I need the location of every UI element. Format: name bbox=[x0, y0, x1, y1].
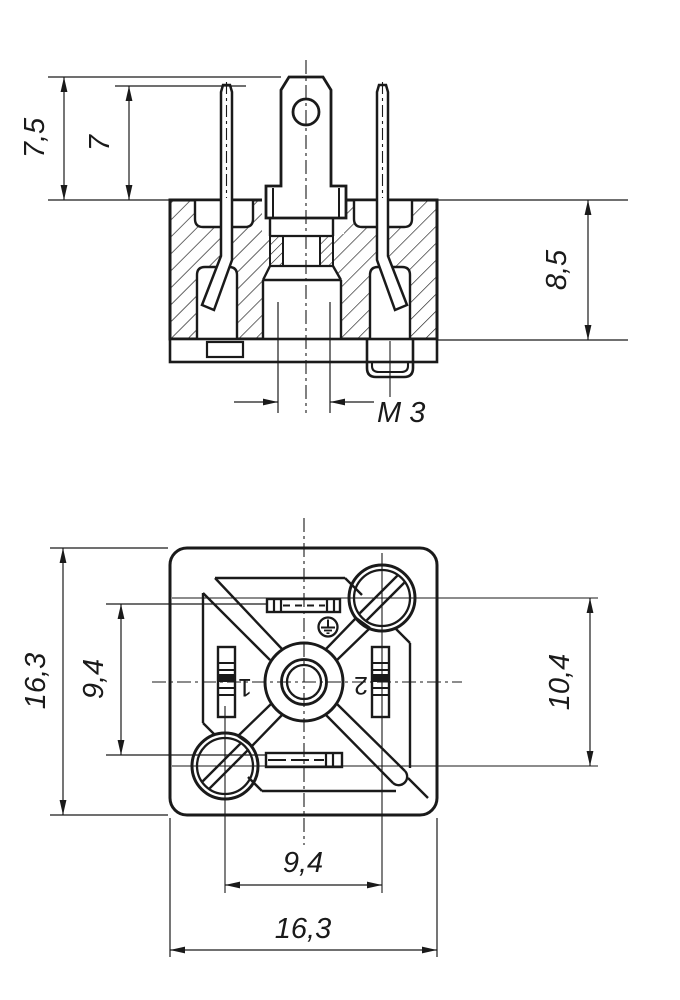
fixing-screw-bottom-left bbox=[190, 731, 260, 801]
center-boss-outer bbox=[263, 641, 345, 723]
dim-label-8-5: 8,5 bbox=[541, 249, 573, 290]
top-slot bbox=[265, 597, 342, 614]
front-extension-lines bbox=[50, 547, 438, 957]
dim-label-10-4: 10,4 bbox=[544, 654, 576, 710]
center-boss-ring bbox=[280, 658, 328, 706]
dim-label-7: 7 bbox=[84, 133, 116, 151]
dim-label-m3: M 3 bbox=[377, 397, 425, 429]
center-screw-hole bbox=[285, 663, 323, 701]
contact-label-2: 2 bbox=[354, 671, 368, 699]
dim-label-9-4-bottom: 9,4 bbox=[283, 847, 323, 879]
bottom-slot bbox=[264, 751, 344, 769]
thread-wall-left bbox=[269, 235, 284, 267]
thread-wall-right bbox=[319, 235, 334, 267]
dim-label-16-3-left: 16,3 bbox=[20, 653, 52, 709]
dim-label-16-3-bottom: 16,3 bbox=[275, 913, 331, 945]
left-solder-pin bbox=[200, 83, 234, 312]
front-view: 1 2 16,3 bbox=[20, 518, 598, 957]
side-dimension-lines bbox=[60, 77, 592, 406]
right-solder-pin bbox=[375, 83, 409, 312]
dim-label-7-5: 7,5 bbox=[19, 117, 51, 158]
contact-terminal-1 bbox=[216, 645, 237, 719]
side-extension-lines bbox=[48, 76, 628, 413]
base-recess bbox=[205, 340, 245, 359]
contact-terminal-2 bbox=[370, 645, 391, 719]
fixing-screw-top-right bbox=[347, 563, 417, 633]
earth-symbol-icon bbox=[317, 616, 339, 638]
contact-label-1: 1 bbox=[238, 673, 252, 701]
side-section-view: 7,5 7 8,5 M 3 bbox=[19, 60, 628, 429]
dim-label-9-4-left: 9,4 bbox=[78, 659, 110, 699]
front-dimension-lines bbox=[59, 548, 594, 954]
